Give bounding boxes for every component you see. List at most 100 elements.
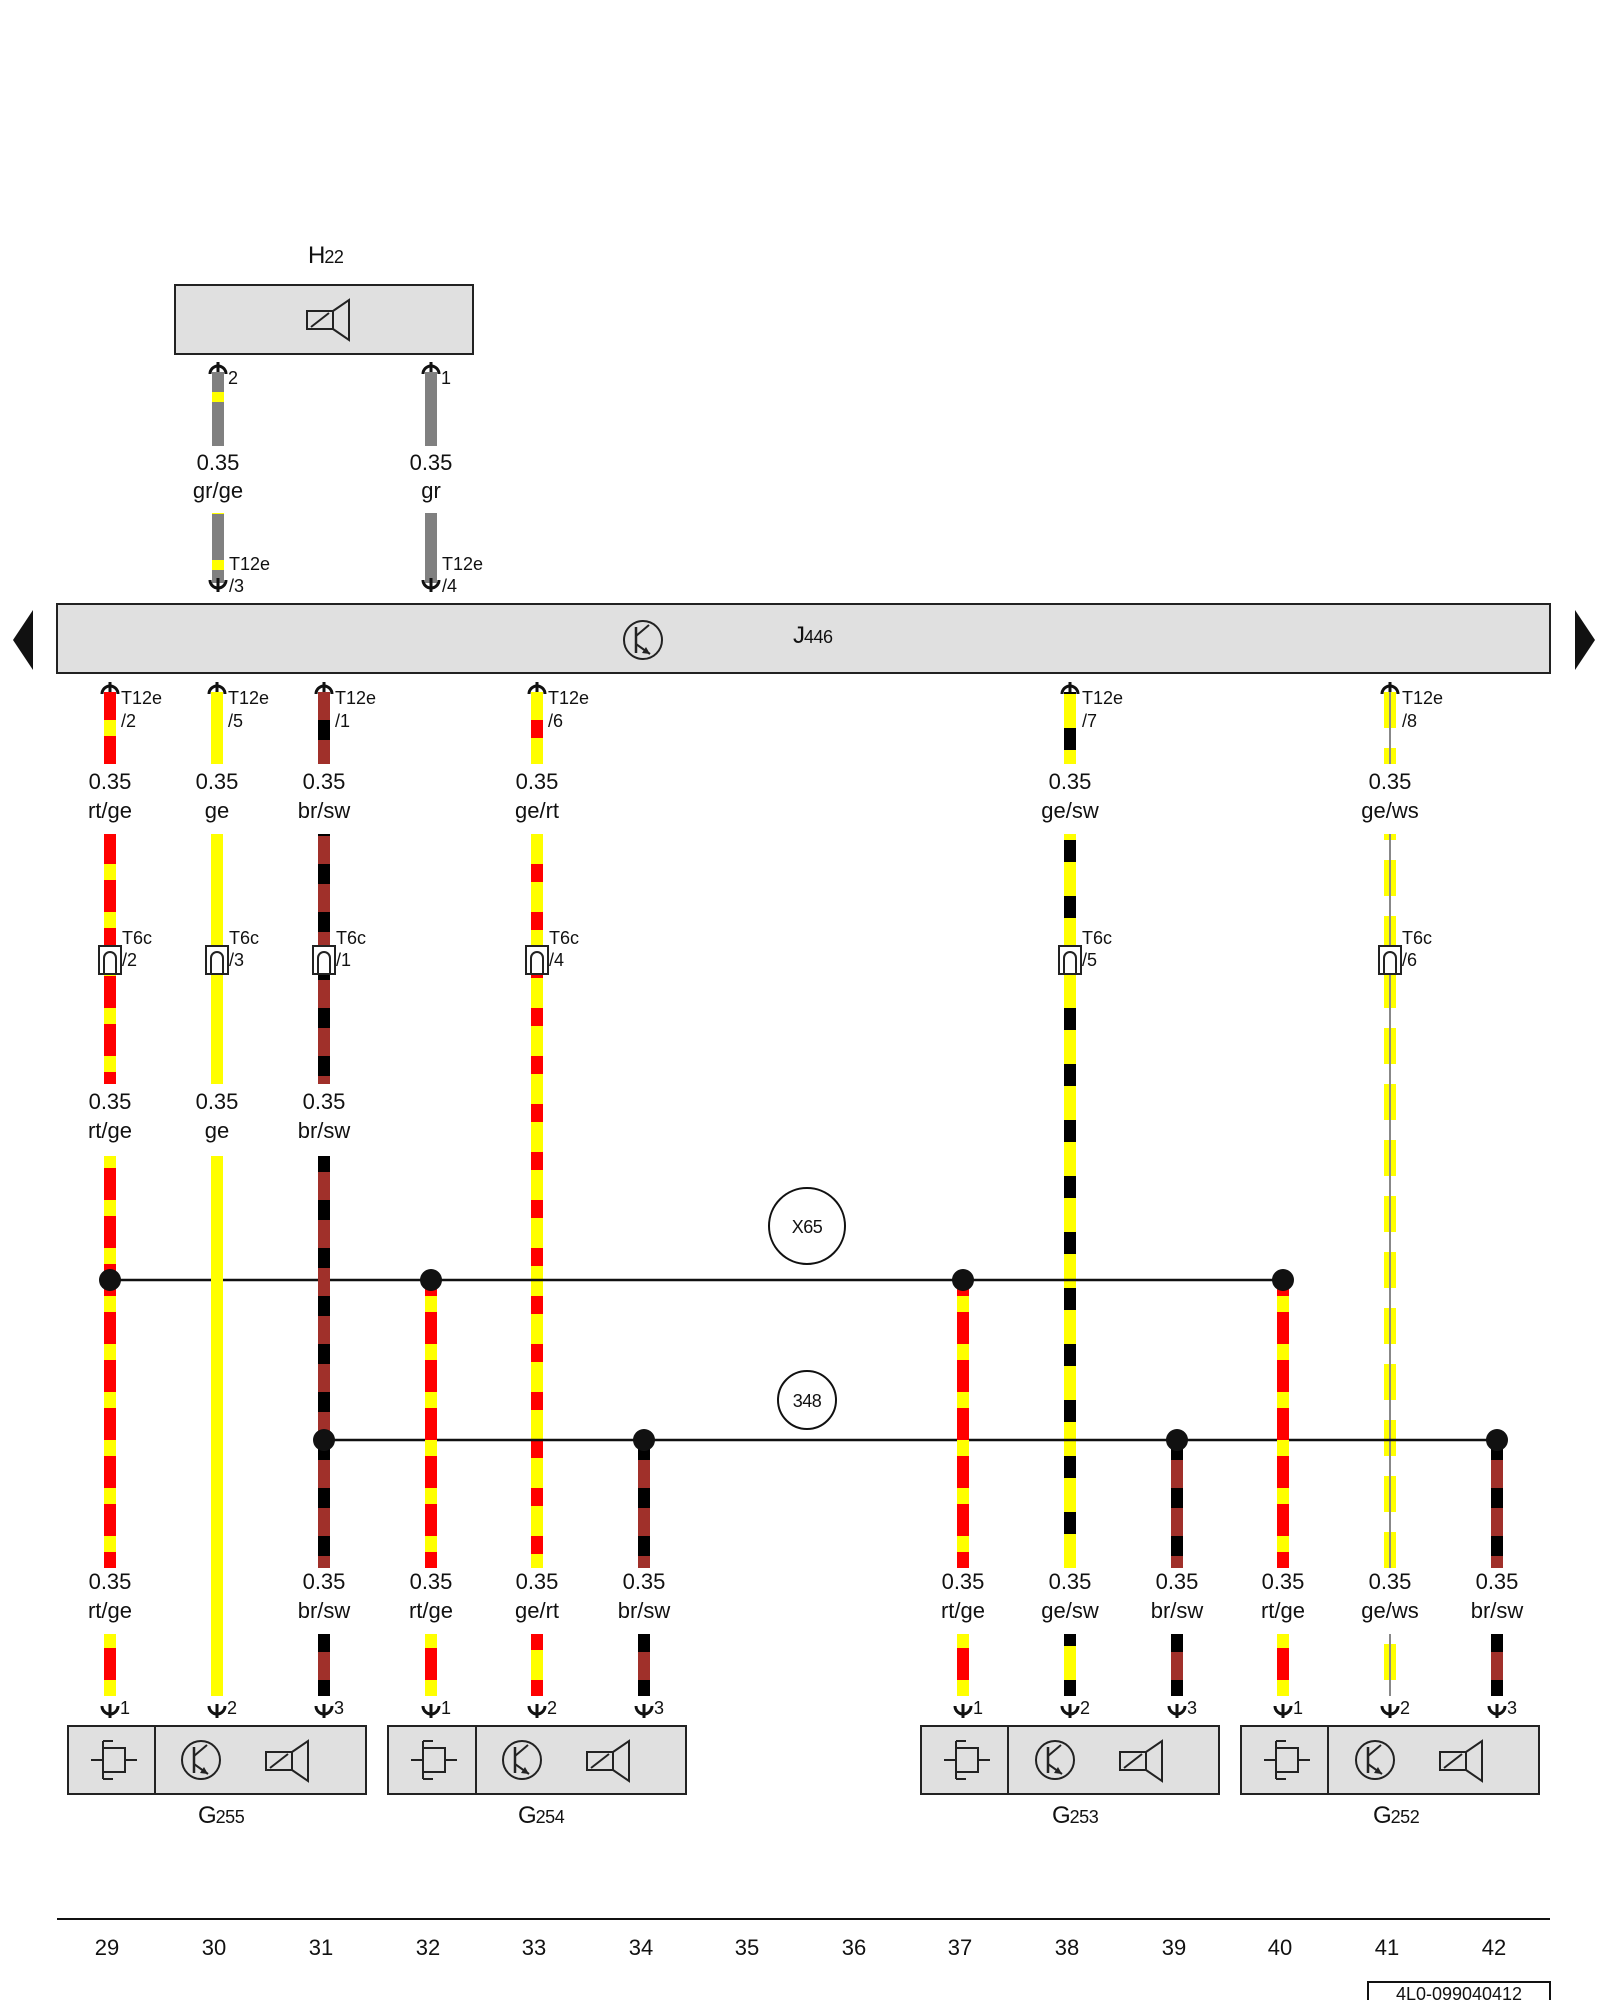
- splice-dot: [633, 1429, 655, 1451]
- column-number: 42: [1482, 1935, 1506, 1960]
- wire-color-code: rt/ge: [941, 1598, 985, 1623]
- bus-x65: X65: [110, 1187, 1284, 1282]
- connector-t12e-label: T12e: [1082, 688, 1123, 708]
- wire-gauge: 0.35: [197, 450, 240, 475]
- wire-color-code: rt/ge: [1261, 1598, 1305, 1623]
- page-continue-left-icon: [13, 610, 33, 670]
- j446-wire-col5: T12e /6 0.35 ge/rt T6c /4: [515, 680, 589, 1568]
- pin-contact: [634, 1702, 654, 1720]
- junction-348-label: 348: [793, 1391, 822, 1411]
- page-continue-right-icon: [1575, 610, 1595, 670]
- wire-segment: [1064, 1634, 1076, 1696]
- t6c-connector: [1378, 945, 1402, 975]
- wire-segment: [1491, 1634, 1503, 1696]
- wire-color-code: rt/ge: [409, 1598, 453, 1623]
- pin-number: 2: [228, 368, 238, 388]
- connector-t12e-label: T12e: [335, 688, 376, 708]
- wire-color-code: br/sw: [298, 1118, 351, 1143]
- wire-color-code: gr/ge: [193, 478, 243, 503]
- pin-number: 1: [1293, 1698, 1303, 1718]
- pin-number: 1: [441, 1698, 451, 1718]
- wire-gauge: 0.35: [196, 769, 239, 794]
- wire-gauge: 0.35: [516, 769, 559, 794]
- t6c-connector: [98, 945, 122, 975]
- wire-segment: [104, 1634, 116, 1696]
- connector-t6c-label: T6c: [336, 928, 366, 948]
- wire-color-code: br/sw: [1151, 1598, 1204, 1623]
- pin-number: 2: [547, 1698, 557, 1718]
- j446-wire-col10: T12e /7 0.35 ge/sw T6c /5: [1041, 680, 1123, 1568]
- wire-gauge: 0.35: [89, 1569, 132, 1594]
- wire-gauge: 0.35: [196, 1089, 239, 1114]
- pin-number: 1: [120, 1698, 130, 1718]
- j446-wire-col13: T12e /8 0.35 ge/ws T6c /6: [1361, 680, 1443, 1568]
- connector-t6c-label: T6c: [122, 928, 152, 948]
- pin-number: /2: [122, 950, 137, 970]
- g254-housing: [387, 1725, 687, 1795]
- lower-wire-segments: [104, 1156, 1503, 1696]
- column-number: 37: [948, 1935, 972, 1960]
- pin-number: /5: [1082, 950, 1097, 970]
- wire-gauge: 0.35: [1049, 1569, 1092, 1594]
- j446-label: J446: [793, 622, 833, 649]
- column-number: 33: [522, 1935, 546, 1960]
- wire-color-code: br/sw: [618, 1598, 671, 1623]
- wire-gauge: 0.35: [942, 1569, 985, 1594]
- wire-color-code: ge: [205, 1118, 229, 1143]
- junction-x65-marker: [768, 1187, 846, 1265]
- pin-contact: [207, 1702, 227, 1720]
- g255-housing: [67, 1725, 367, 1795]
- wire-segment: [1277, 1634, 1289, 1696]
- bus-348: 348: [324, 1370, 1497, 1442]
- h22-wire-right: 1 0.35 gr T12e /4: [410, 360, 483, 596]
- connector-t12e-label: T12e: [548, 688, 589, 708]
- t6c-connector: [312, 945, 336, 975]
- pin-contact: [953, 1702, 973, 1720]
- pin-number: 1: [441, 368, 451, 388]
- wire-color-code: rt/ge: [88, 1118, 132, 1143]
- wire-segment: [1171, 1634, 1183, 1696]
- pin-number: /8: [1402, 711, 1417, 731]
- pin-contact: [527, 1702, 547, 1720]
- wire-color-code: ge/sw: [1041, 1598, 1099, 1623]
- t6c-connector: [205, 945, 229, 975]
- g253-housing: [920, 1725, 1220, 1795]
- pin-contact: [421, 1702, 441, 1720]
- j446-housing: [56, 603, 1551, 674]
- column-number: 40: [1268, 1935, 1292, 1960]
- wire-segment: [425, 1634, 437, 1696]
- j446-wire-col3: T12e /1 0.35 br/sw T6c /1 0.35 br/sw: [298, 680, 376, 1143]
- wire-segment: [638, 1634, 650, 1696]
- pin-number: 2: [227, 1698, 237, 1718]
- column-number: 35: [735, 1935, 759, 1960]
- wire-color-code: rt/ge: [88, 798, 132, 823]
- pin-number: 1: [973, 1698, 983, 1718]
- g252-housing: [1240, 1725, 1540, 1795]
- wire-gauge: 0.35: [623, 1569, 666, 1594]
- wire-color-code: ge/ws: [1361, 798, 1418, 823]
- column-number: 41: [1375, 1935, 1399, 1960]
- junction-dots: [99, 1269, 1508, 1451]
- wire-color-code: rt/ge: [88, 1598, 132, 1623]
- wire-gauge: 0.35: [1049, 769, 1092, 794]
- wire-color-code: ge/ws: [1361, 1598, 1418, 1623]
- connector-t12e-label: T12e: [121, 688, 162, 708]
- pin-contact: [1060, 1702, 1080, 1720]
- wire-segment: [318, 1634, 330, 1696]
- pin-number: /3: [229, 950, 244, 970]
- wire-color-code: gr: [421, 478, 441, 503]
- pin-contact: [1487, 1702, 1507, 1720]
- column-number: 39: [1162, 1935, 1186, 1960]
- sensor-wire: 0.35 rt/ge 1: [941, 1569, 985, 1720]
- sensor-wire: 0.35 rt/ge 1: [88, 1569, 132, 1720]
- pin-number: /1: [335, 711, 350, 731]
- wire-color-code: ge: [205, 798, 229, 823]
- t6c-connector: [525, 945, 549, 975]
- pin-number: /7: [1082, 711, 1097, 731]
